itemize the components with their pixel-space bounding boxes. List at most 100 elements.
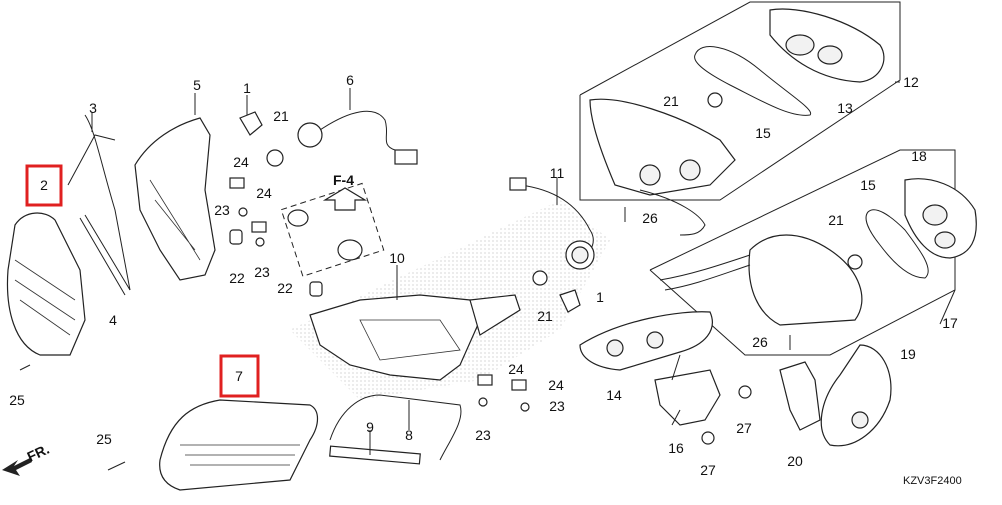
part-number-label: 20 xyxy=(787,453,803,469)
part-number-label: 27 xyxy=(736,420,752,436)
part-number-label: 21 xyxy=(828,212,844,228)
ref-label: F-4 xyxy=(333,172,354,188)
clip-24b xyxy=(251,221,267,233)
part-number-label: 24 xyxy=(256,185,272,201)
clip-24c xyxy=(477,374,493,386)
part-17-wire xyxy=(659,254,751,281)
part-14-holder xyxy=(579,311,713,371)
part-number-label: 26 xyxy=(752,334,768,350)
tail-housing-upper xyxy=(589,98,736,196)
wire-to-housing xyxy=(639,189,706,236)
part-7-lens xyxy=(159,399,319,491)
part-number-label: 13 xyxy=(837,100,853,116)
nut-27a xyxy=(738,385,752,399)
part-number-label: 1 xyxy=(243,80,251,96)
part-number-label: 15 xyxy=(860,177,876,193)
bulb-21c xyxy=(847,254,863,270)
part-number-label: 2 xyxy=(40,177,48,193)
part-6-wire xyxy=(319,110,396,151)
screw-23c xyxy=(478,397,488,407)
part-number-label: 21 xyxy=(663,93,679,109)
part-5-body xyxy=(134,117,216,281)
part-number-label: 14 xyxy=(606,387,622,403)
part-number-label: 4 xyxy=(109,312,117,328)
part-number-label: 3 xyxy=(89,100,97,116)
part-number-label: 9 xyxy=(366,419,374,435)
part-number-label: 15 xyxy=(755,125,771,141)
part-number-label: 16 xyxy=(668,440,684,456)
part-number-label: 17 xyxy=(942,315,958,331)
highlight-box-part-7 xyxy=(219,354,260,398)
part-number-label: 8 xyxy=(405,427,413,443)
part-11-socket xyxy=(565,240,595,270)
bulb-21b xyxy=(707,92,723,108)
group-frame-12 xyxy=(579,1,901,201)
screw-25a xyxy=(19,364,31,371)
part-number-label: 21 xyxy=(537,308,553,324)
nut-27b xyxy=(701,431,715,445)
part-2-lens xyxy=(6,212,86,356)
front-arrow xyxy=(2,458,32,476)
part-4-strip xyxy=(79,214,131,296)
ref-arrow xyxy=(322,187,368,211)
part-6-socket xyxy=(297,122,323,148)
part-18-lens xyxy=(904,178,977,259)
grommet-22b xyxy=(309,281,323,297)
part-number-label: 19 xyxy=(900,346,916,362)
bulb-1 xyxy=(239,111,263,136)
part-13-tail-lens xyxy=(769,8,885,83)
part-3-rod xyxy=(84,114,131,291)
part-number-label: 24 xyxy=(508,361,524,377)
ref-grommet-a xyxy=(287,209,309,227)
highlight-box-part-2 xyxy=(25,164,63,207)
part-number-label: 22 xyxy=(277,280,293,296)
screw-23d xyxy=(520,402,530,412)
part-number-label: 24 xyxy=(233,154,249,170)
screw-23a xyxy=(238,207,248,217)
part-number-label: 1 xyxy=(596,289,604,305)
ref-grommet-b xyxy=(337,239,363,261)
grommet-22a xyxy=(229,229,243,245)
part-16-bracket xyxy=(654,369,721,426)
part-number-label: 24 xyxy=(548,377,564,393)
bulb-21d xyxy=(532,270,548,286)
part-number-label: 25 xyxy=(96,431,112,447)
part-number-label: 10 xyxy=(389,250,405,266)
front-marker: FR. xyxy=(25,441,52,465)
part-9-strip xyxy=(329,445,421,465)
part-number-label: 27 xyxy=(700,462,716,478)
diagram-code: KZV3F2400 xyxy=(903,475,962,487)
part-number-label: 25 xyxy=(9,392,25,408)
screw-23b xyxy=(255,237,265,247)
part-6-connector xyxy=(394,149,418,165)
part-number-label: 23 xyxy=(549,398,565,414)
part-number-label: 21 xyxy=(273,108,289,124)
screw-25b xyxy=(107,461,126,471)
part-17-housing xyxy=(748,234,863,326)
part-number-label: 18 xyxy=(911,148,927,164)
part-number-label: 7 xyxy=(235,368,243,384)
clip-24d xyxy=(511,379,527,391)
part-number-label: 11 xyxy=(550,165,565,181)
part-number-label: 26 xyxy=(642,210,658,226)
part-number-label: 23 xyxy=(254,264,270,280)
part-19-reflector xyxy=(820,344,892,447)
part-number-label: 5 xyxy=(193,77,201,93)
part-number-label: 12 xyxy=(903,74,919,90)
part-number-label: 22 xyxy=(229,270,245,286)
part-8-gasket xyxy=(329,394,462,461)
part-3-rod-b xyxy=(67,134,116,186)
part-17-wire-2 xyxy=(664,264,751,291)
clip-24a xyxy=(229,177,245,189)
part-15-gasket-top xyxy=(694,46,812,116)
part-number-label: 23 xyxy=(475,427,491,443)
bulb-21a xyxy=(266,149,284,167)
part-15-gasket-right xyxy=(865,209,929,279)
part-number-label: 6 xyxy=(346,72,354,88)
bulb-1b xyxy=(559,289,581,313)
part-number-label: 23 xyxy=(214,202,230,218)
part-10-headlight xyxy=(309,294,521,381)
